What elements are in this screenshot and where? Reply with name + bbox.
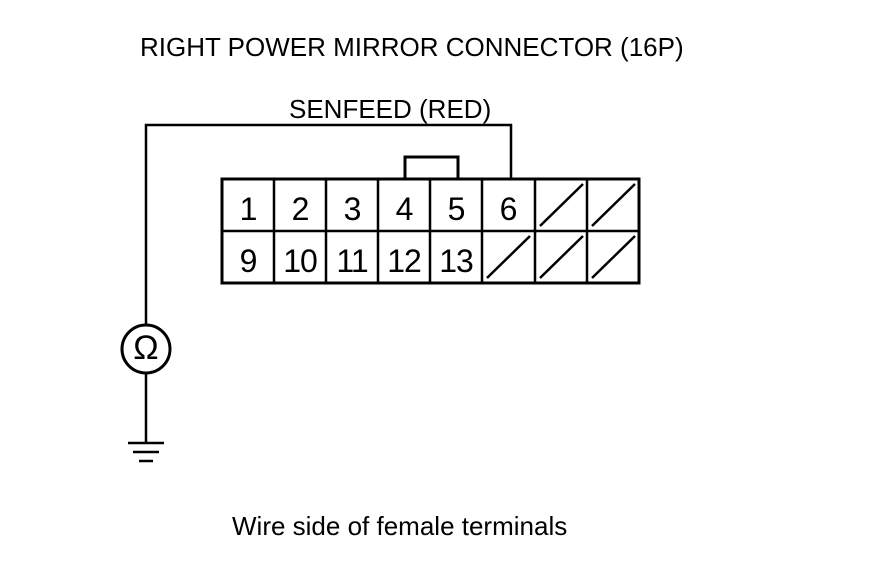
diagram-title: RIGHT POWER MIRROR CONNECTOR (16P) — [140, 32, 684, 62]
connector-column-dividers — [272, 179, 589, 283]
unused-cell-slash — [539, 235, 584, 279]
connector-lock-tab — [403, 155, 460, 181]
unused-cell-slash — [591, 183, 636, 227]
pin-label: 4 — [395, 191, 414, 227]
wire-label: SENFEED (RED) — [289, 94, 492, 124]
unused-cell-slash — [486, 235, 531, 279]
diagram-caption: Wire side of female terminals — [232, 511, 568, 541]
pin-label: 10 — [283, 243, 318, 279]
test-lead-wire — [144, 123, 513, 325]
pin-label: 6 — [499, 191, 518, 227]
ohm-symbol: Ω — [133, 329, 159, 367]
pin-label: 2 — [291, 191, 310, 227]
pin-label: 5 — [447, 191, 466, 227]
pin-label: 11 — [336, 243, 368, 279]
unused-cell-slash — [591, 235, 636, 279]
unused-cell-slash — [539, 183, 584, 227]
pin-label: 3 — [343, 191, 362, 227]
pin-label: 1 — [239, 191, 258, 227]
ground-icon — [128, 441, 164, 463]
pin-label: 13 — [439, 243, 474, 279]
pin-label: 12 — [387, 243, 422, 279]
pin-label: 9 — [239, 243, 258, 279]
